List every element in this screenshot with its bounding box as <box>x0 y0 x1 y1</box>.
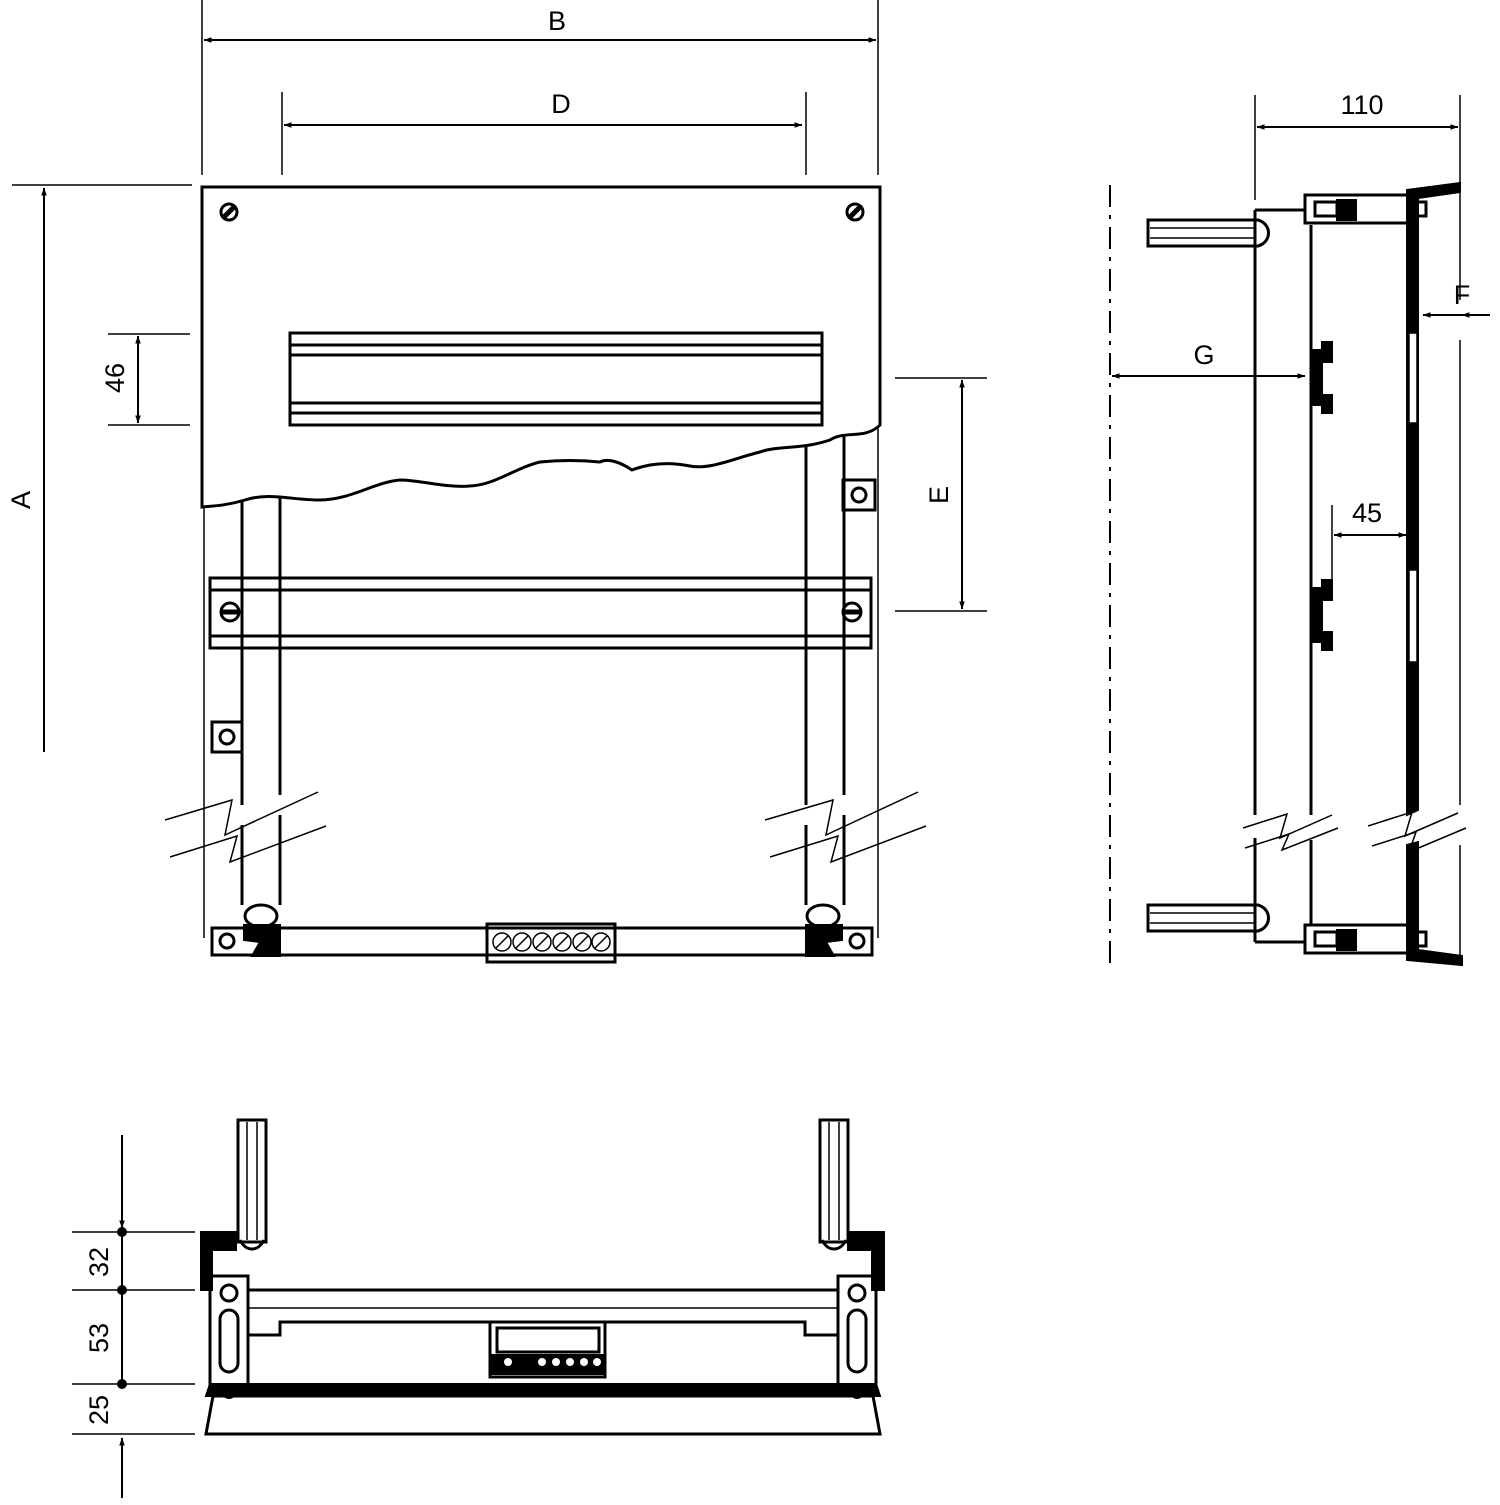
bottom-rail <box>210 903 874 964</box>
rail-clip <box>1312 579 1333 651</box>
wall-plug <box>236 1118 268 1251</box>
cover-panel <box>200 185 882 509</box>
din-rail <box>208 576 873 650</box>
dimension-b-label: B <box>548 6 566 36</box>
terminal-screw-icon <box>492 932 611 952</box>
screw-icon <box>219 601 241 623</box>
dimension-chain: 32 53 25 <box>84 1135 127 1498</box>
wall-plug <box>1146 903 1270 933</box>
bottom-view: 32 53 25 <box>72 1118 885 1498</box>
dimension-e-label: E <box>924 486 954 504</box>
dimension-d-label: D <box>551 89 571 119</box>
dimension-depth: 110 <box>1254 90 1461 200</box>
dimension-g: G <box>1111 340 1306 379</box>
terminal-block <box>488 1320 607 1379</box>
dimension-depth-label: 110 <box>1340 90 1383 120</box>
wall-plug <box>818 1118 850 1251</box>
dimension-a-label: A <box>6 491 36 509</box>
dimension-middle-segment-label: 53 <box>84 1323 114 1353</box>
back-plate <box>200 1231 237 1291</box>
cover-side <box>1406 181 1463 967</box>
cover-bottom <box>204 1383 882 1436</box>
dimension-b: B <box>203 6 877 43</box>
dimension-g-label: G <box>1193 340 1214 370</box>
break-line <box>164 791 327 864</box>
breaker-slot <box>288 331 824 427</box>
front-view: B D A 46 E <box>6 0 987 964</box>
enclosure-frame <box>203 425 879 938</box>
dimension-cover-slot-label: 46 <box>100 363 130 393</box>
side-wall <box>836 1274 878 1388</box>
dimension-rail-to-cover: 45 <box>1331 498 1407 580</box>
break-line <box>764 791 927 864</box>
dimension-rail-to-cover-label: 45 <box>1352 498 1382 528</box>
dimension-f: F <box>1422 200 1490 805</box>
dimension-d: D <box>283 89 803 128</box>
dimension-f-label: F <box>1454 280 1471 310</box>
screw-icon <box>219 202 239 222</box>
screw-icon <box>845 202 865 222</box>
dimension-e: E <box>895 377 987 612</box>
rail-clip <box>1312 341 1333 414</box>
dimension-top-segment-label: 32 <box>84 1247 114 1277</box>
dimension-cover-slot: 46 <box>100 333 190 426</box>
mounting-block <box>841 478 877 512</box>
side-wall <box>208 1274 250 1388</box>
dimension-a: A <box>6 187 47 752</box>
break-line <box>1242 810 1467 854</box>
side-view: 110 F G 45 <box>1109 90 1490 967</box>
back-plate <box>847 1231 885 1291</box>
dimension-bottom-segment-label: 25 <box>84 1395 114 1425</box>
wall-plug <box>1146 218 1270 248</box>
mounting-block <box>210 720 244 754</box>
screw-icon <box>841 601 863 623</box>
terminal-block <box>485 922 617 964</box>
